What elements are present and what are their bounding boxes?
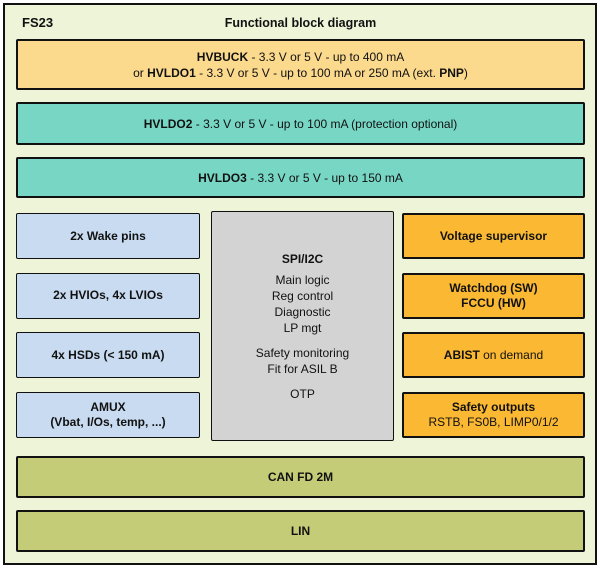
block-hvldo3: HVLDO3 - 3.3 V or 5 V - up to 150 mA	[16, 157, 585, 198]
hvbuck-line2: or HVLDO1 - 3.3 V or 5 V - up to 100 mA …	[133, 65, 468, 80]
block-wake-pins: 2x Wake pins	[16, 213, 200, 259]
wake-pins-label: 2x Wake pins	[70, 228, 146, 243]
block-watchdog-fccu: Watchdog (SW) FCCU (HW)	[402, 272, 585, 319]
watchdog-label: Watchdog (SW)	[449, 280, 538, 295]
safety-outputs-pins: RSTB, FS0B, LIMP0/1/2	[428, 414, 559, 429]
diagram-header: FS23 Functional block diagram	[16, 5, 585, 39]
hvldo3-line: HVLDO3 - 3.3 V or 5 V - up to 150 mA	[198, 170, 403, 185]
core-title: SPI/I2C	[281, 251, 324, 266]
core-line-otp: OTP	[290, 386, 315, 401]
diagram-title: Functional block diagram	[224, 16, 377, 30]
safety-outputs-label: Safety outputs	[451, 399, 536, 414]
core-line-safety-monitoring: Safety monitoring	[255, 345, 350, 360]
fccu-label: FCCU (HW)	[461, 295, 526, 310]
block-hvios-lvios: 2x HVIOs, 4x LVIOs	[16, 272, 200, 319]
middle-section: 2x Wake pins 2x HVIOs, 4x LVIOs 4x HSDs …	[16, 210, 585, 442]
core-line-asil: Fit for ASIL B	[267, 361, 338, 376]
hvldo2-line: HVLDO2 - 3.3 V or 5 V - up to 100 mA (pr…	[143, 116, 458, 131]
amux-label: AMUX	[90, 399, 126, 414]
block-can-fd: CAN FD 2M	[16, 456, 585, 498]
block-voltage-supervisor: Voltage supervisor	[402, 213, 585, 259]
core-safety-group: Safety monitoring Fit for ASIL B	[256, 345, 349, 377]
block-hvldo2: HVLDO2 - 3.3 V or 5 V - up to 100 mA (pr…	[16, 102, 585, 145]
hvios-lvios-label: 2x HVIOs, 4x LVIOs	[53, 288, 163, 303]
can-fd-label: CAN FD 2M	[267, 470, 334, 484]
block-lin: LIN	[16, 510, 585, 552]
core-functions-group: Main logic Reg control Diagnostic LP mgt	[272, 272, 333, 336]
hvbuck-line1: HVBUCK - 3.3 V or 5 V - up to 400 mA	[196, 49, 405, 64]
safety-column: Voltage supervisor Watchdog (SW) FCCU (H…	[402, 210, 585, 442]
core-otp-group: OTP	[290, 386, 315, 402]
diagram-frame: FS23 Functional block diagram HVBUCK - 3…	[3, 3, 597, 565]
block-hvbuck-hvldo1: HVBUCK - 3.3 V or 5 V - up to 400 mA or …	[16, 39, 585, 90]
lin-label: LIN	[290, 524, 311, 538]
core-line-diagnostic: Diagnostic	[274, 304, 331, 319]
chip-label: FS23	[22, 15, 54, 30]
abist-label: ABIST on demand	[443, 347, 544, 362]
core-line-lp-mgt: LP mgt	[283, 320, 322, 335]
block-amux: AMUX (Vbat, I/Os, temp, ...)	[16, 391, 200, 438]
core-line-main-logic: Main logic	[275, 272, 330, 287]
voltage-supervisor-label: Voltage supervisor	[439, 228, 548, 243]
block-core-logic: SPI/I2C Main logic Reg control Diagnosti…	[211, 211, 394, 441]
amux-sublabel: (Vbat, I/Os, temp, ...)	[50, 414, 166, 429]
block-hsds: 4x HSDs (< 150 mA)	[16, 332, 200, 379]
core-line-reg-control: Reg control	[271, 288, 334, 303]
block-safety-outputs: Safety outputs RSTB, FS0B, LIMP0/1/2	[402, 391, 585, 438]
hsds-label: 4x HSDs (< 150 mA)	[51, 347, 165, 362]
block-abist: ABIST on demand	[402, 332, 585, 379]
io-column: 2x Wake pins 2x HVIOs, 4x LVIOs 4x HSDs …	[16, 210, 200, 442]
